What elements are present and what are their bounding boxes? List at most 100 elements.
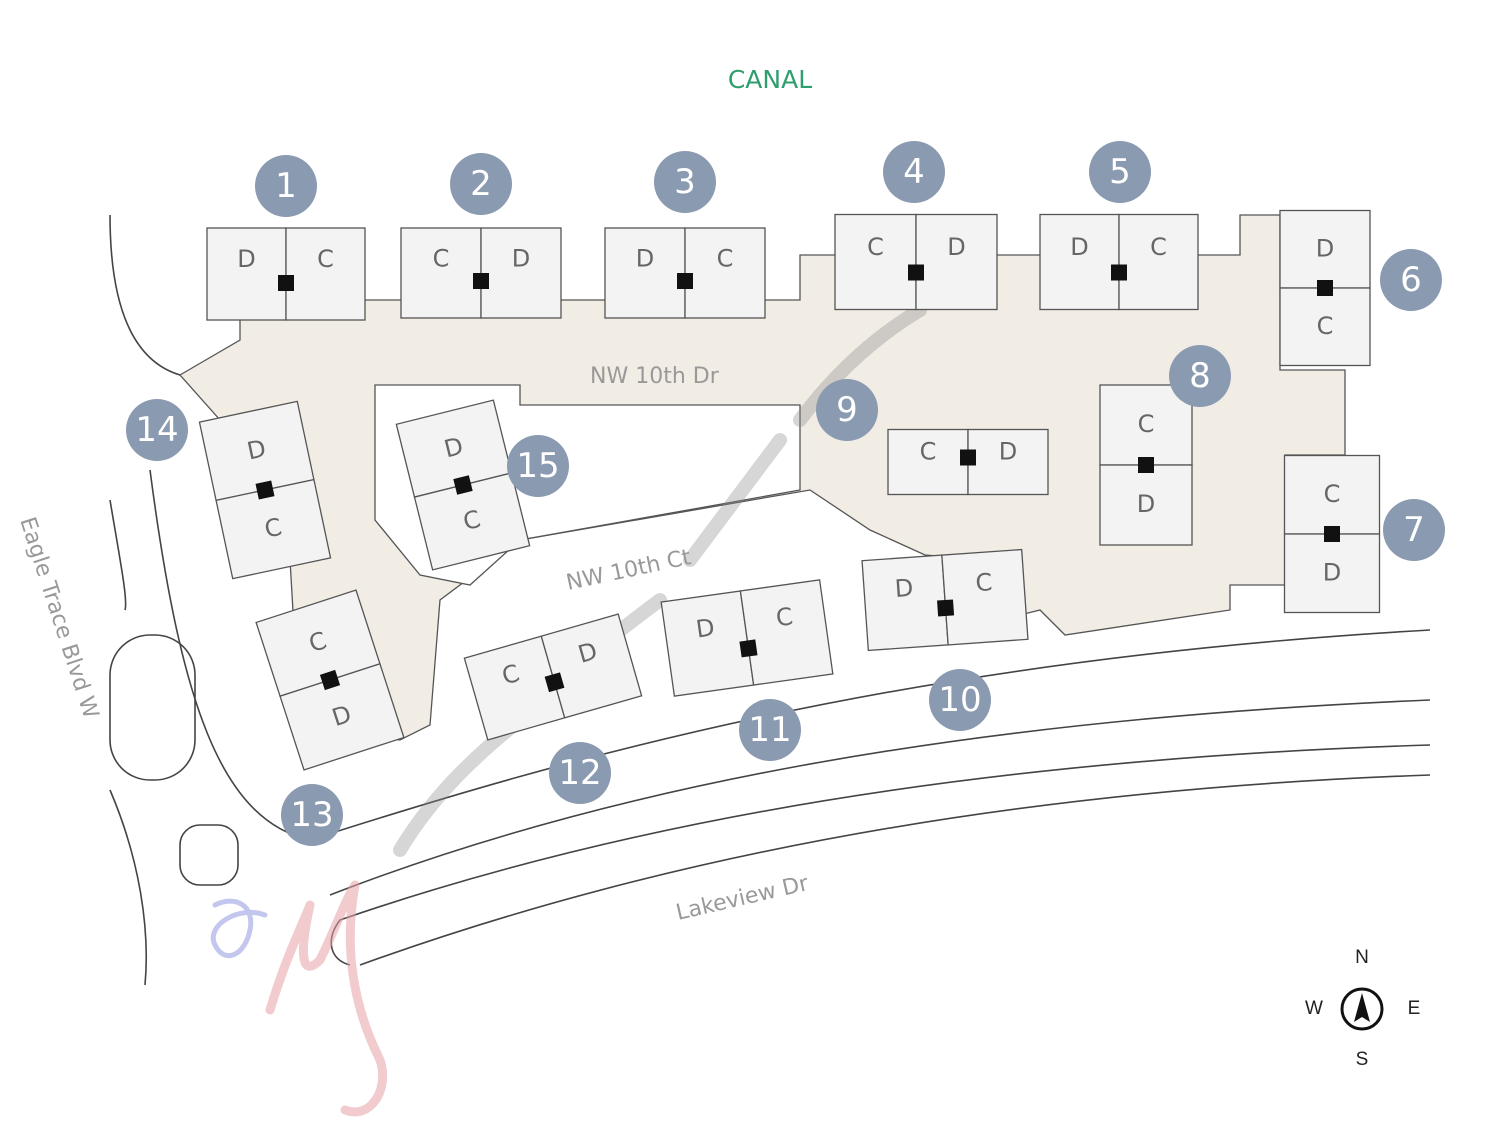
building-number: 8 bbox=[1189, 356, 1211, 396]
building-number: 3 bbox=[674, 162, 696, 202]
unit-c-building-11[interactable] bbox=[739, 579, 834, 686]
compass-n: N bbox=[1355, 947, 1369, 968]
unit-d-building-4[interactable] bbox=[915, 213, 998, 311]
building-badge[interactable] bbox=[1169, 345, 1231, 407]
building-badge[interactable] bbox=[739, 699, 801, 761]
building-badge[interactable] bbox=[883, 141, 945, 203]
street-nw-10th-ct: NW 10th Ct bbox=[564, 545, 694, 596]
building-number: 5 bbox=[1109, 152, 1131, 192]
building-number: 14 bbox=[135, 410, 178, 450]
building-12[interactable]: CD bbox=[463, 613, 643, 741]
building-badge[interactable] bbox=[507, 435, 569, 497]
unit-d-building-8[interactable] bbox=[1099, 464, 1193, 546]
unit-type-label: D bbox=[1323, 558, 1341, 586]
stair-core-icon bbox=[937, 599, 955, 617]
building-badge[interactable] bbox=[549, 742, 611, 804]
unit-type-label: C bbox=[317, 245, 334, 273]
building-number: 12 bbox=[558, 753, 601, 793]
unit-c-building-6[interactable] bbox=[1279, 287, 1371, 367]
building-badge[interactable] bbox=[929, 669, 991, 731]
street-eagle-trace: Eagle Trace Blvd W bbox=[14, 514, 103, 722]
building-7[interactable]: CD bbox=[1283, 454, 1381, 614]
stair-core-icon bbox=[677, 273, 693, 289]
building-number: 15 bbox=[516, 446, 559, 486]
unit-c-building-5[interactable] bbox=[1118, 213, 1199, 311]
unit-type-label: D bbox=[999, 437, 1017, 465]
building-6[interactable]: DC bbox=[1279, 209, 1371, 367]
building-badge[interactable] bbox=[281, 784, 343, 846]
compass-s: S bbox=[1356, 1049, 1369, 1070]
building-badge[interactable] bbox=[450, 153, 512, 215]
stair-core-icon bbox=[960, 449, 976, 466]
building-badge[interactable] bbox=[1089, 141, 1151, 203]
building-number: 6 bbox=[1400, 260, 1422, 300]
unit-type-label: C bbox=[1138, 410, 1155, 438]
building-13[interactable]: CD bbox=[255, 589, 405, 771]
stair-core-icon bbox=[1111, 264, 1127, 281]
building-badge[interactable] bbox=[654, 151, 716, 213]
unit-type-label: C bbox=[262, 513, 284, 544]
compass-ring bbox=[1340, 987, 1384, 1031]
unit-d-building-5[interactable] bbox=[1039, 213, 1120, 311]
unit-type-label: C bbox=[867, 233, 884, 261]
unit-c-building-9[interactable] bbox=[887, 428, 969, 496]
unit-d-building-10[interactable] bbox=[861, 554, 949, 652]
unit-type-label: C bbox=[433, 245, 450, 273]
building-number: 9 bbox=[836, 390, 858, 430]
unit-d-building-2[interactable] bbox=[480, 227, 562, 319]
building-badge[interactable] bbox=[1383, 499, 1445, 561]
unit-c-building-2[interactable] bbox=[400, 227, 482, 319]
building-14[interactable]: DC bbox=[198, 400, 332, 580]
stair-core-icon bbox=[908, 264, 924, 281]
unit-type-label: C bbox=[1150, 233, 1167, 261]
stair-core-icon bbox=[453, 475, 473, 495]
unit-c-building-10[interactable] bbox=[941, 548, 1029, 646]
unit-d-building-6[interactable] bbox=[1279, 209, 1371, 289]
stair-core-icon bbox=[1138, 457, 1154, 473]
unit-c-building-1[interactable] bbox=[285, 227, 366, 321]
unit-d-building-3[interactable] bbox=[604, 227, 686, 319]
unit-d-building-7[interactable] bbox=[1283, 533, 1381, 614]
building-badge[interactable] bbox=[816, 379, 878, 441]
unit-c-building-4[interactable] bbox=[834, 213, 917, 311]
north-arrow-icon bbox=[1354, 993, 1370, 1022]
building-badge[interactable] bbox=[1380, 249, 1442, 311]
street-nw-10th-dr: NW 10th Dr bbox=[590, 364, 720, 389]
unit-type-label: D bbox=[245, 434, 269, 465]
building-8[interactable]: CD bbox=[1099, 384, 1193, 546]
building-15[interactable]: DC bbox=[395, 399, 531, 571]
unit-type-label: D bbox=[636, 245, 654, 273]
building-number: 11 bbox=[748, 710, 791, 750]
unit-d-building-9[interactable] bbox=[967, 428, 1049, 496]
unit-c-building-3[interactable] bbox=[684, 227, 766, 319]
building-number: 4 bbox=[903, 152, 925, 192]
building-number: 10 bbox=[938, 680, 981, 720]
street-lakeview-dr: Lakeview Dr bbox=[674, 871, 812, 926]
unit-type-label: D bbox=[1070, 233, 1088, 261]
unit-type-label: D bbox=[694, 613, 716, 643]
stair-core-icon bbox=[255, 480, 275, 500]
building-number: 2 bbox=[470, 164, 492, 204]
building-number: 1 bbox=[275, 166, 297, 206]
unit-d-building-1[interactable] bbox=[206, 227, 287, 321]
stair-core-icon bbox=[278, 275, 294, 291]
stair-core-icon bbox=[1317, 280, 1333, 296]
unit-type-label: D bbox=[947, 233, 965, 261]
compass-e: E bbox=[1408, 998, 1421, 1019]
unit-type-label: D bbox=[1137, 490, 1155, 518]
unit-type-label: C bbox=[920, 437, 937, 465]
building-badge[interactable] bbox=[255, 155, 317, 217]
unit-c-building-7[interactable] bbox=[1283, 454, 1381, 535]
building-badge[interactable] bbox=[126, 399, 188, 461]
stair-core-icon bbox=[1324, 526, 1340, 542]
